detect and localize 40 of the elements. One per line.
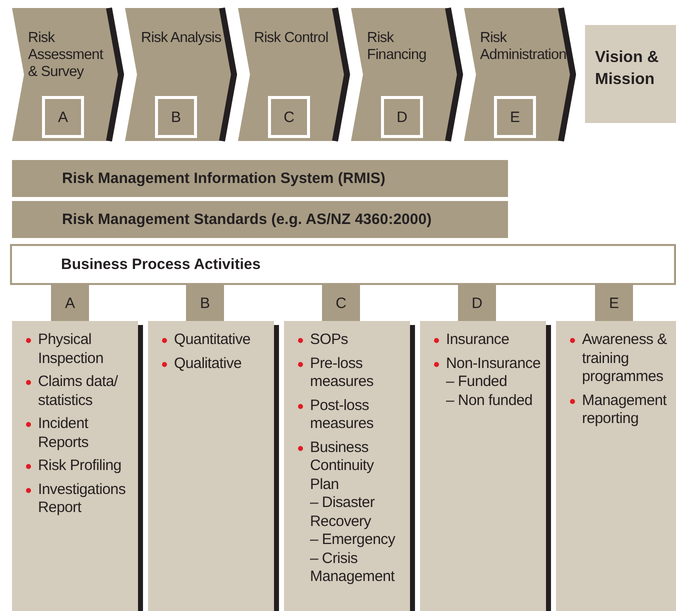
list-item: – Funded [446,373,508,392]
list-item: – Crisis Management [310,550,396,586]
goal-box: Vision & Mission [585,25,676,123]
column-tab: C [322,285,360,321]
list-item: Business Continuity Plan [310,438,375,494]
layer-band: Risk Management Information System (RMIS) [12,160,508,197]
step-title: Risk Analysis [141,30,222,47]
column-tab: B [186,285,224,321]
list-item: Physical Inspection [38,331,104,368]
list-item: Management reporting [582,392,668,428]
list-item: Post-loss measures [310,396,374,434]
letter-box: A [42,96,84,138]
list-item: Claims data/ statistics [38,373,119,410]
list-item: Pre-loss measures [310,354,374,392]
list-item: – Disaster Recovery [310,494,376,531]
list-item: – Non funded [446,392,534,410]
list-item: SOPs [310,331,349,350]
step-title: Risk Financing [367,30,428,64]
list-item: Insurance [446,331,510,350]
letter-box: D [381,96,423,138]
letter-box: E [494,96,536,138]
step-title: Risk Assessment & Survey [28,30,104,81]
letter-box: C [268,96,310,138]
letter-box: B [155,96,197,138]
column-tab: D [458,285,496,321]
layer-band: Risk Management Standards (e.g. AS/NZ 4360:2000) [12,201,508,238]
step-title: Risk Control [254,30,330,47]
list-item: Risk Profiling [38,457,122,476]
column-tab: E [595,285,633,321]
layer-band: Business Process Activities [10,244,676,285]
list-item: Quantitative [174,331,252,350]
activity-column [556,321,676,611]
list-item: Incident Reports [38,415,90,452]
column-tab: A [51,285,89,321]
list-item: Awareness & training programmes [582,331,668,386]
step-title: Risk Administration [480,30,564,64]
list-item: Non-Insurance [446,354,542,373]
list-item: Qualitative [174,354,243,373]
list-item: – Emergency [310,531,396,550]
list-item: Investigations Report [38,480,127,518]
